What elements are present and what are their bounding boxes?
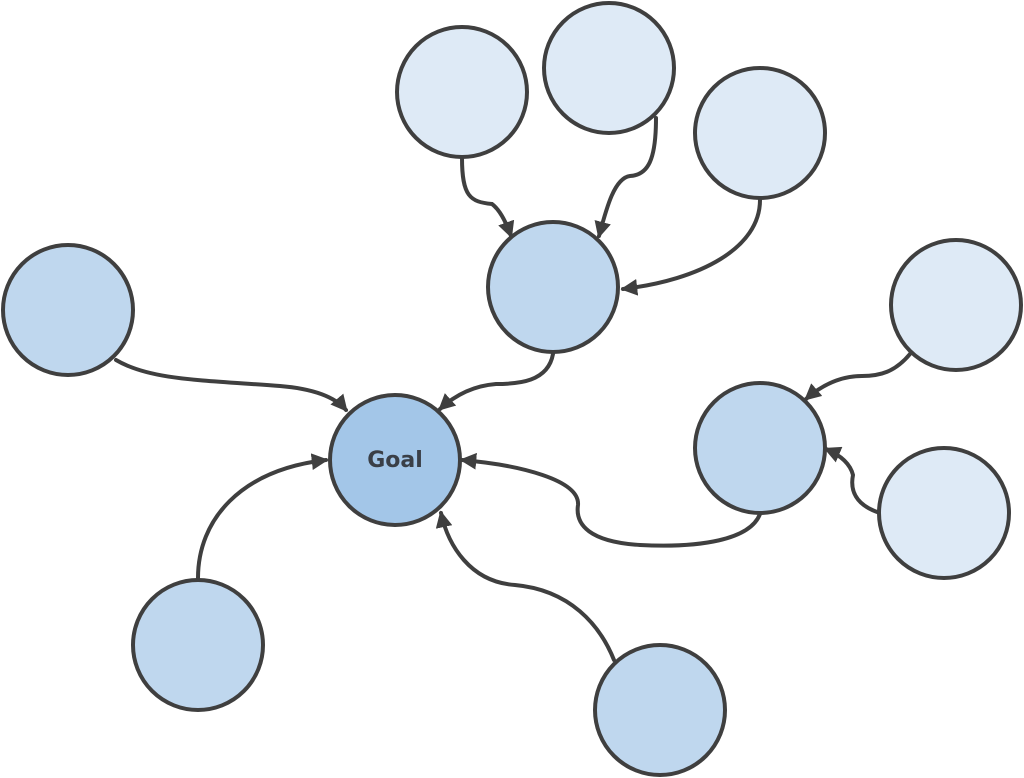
edge-right-bottom-to-right-hub: [823, 446, 882, 515]
edge-top-left-to-hub: [460, 156, 515, 239]
node-top-hub: [486, 220, 620, 354]
edge-right-top-to-right-hub: [804, 352, 912, 401]
node-top-left: [395, 25, 529, 159]
node-bottom-center: [593, 643, 727, 777]
edge-left-to-goal: [114, 358, 348, 412]
goal-label: Goal: [367, 448, 423, 473]
edge-top-center-to-hub: [594, 116, 658, 239]
node-bottom-left: [131, 578, 265, 712]
node-top-right: [693, 66, 827, 200]
edge-right-hub-to-goal: [459, 452, 762, 548]
edge-hub-to-goal: [438, 352, 555, 411]
node-top-center: [542, 1, 676, 135]
node-right-hub: [693, 381, 827, 515]
edge-bottom-left-to-goal: [196, 453, 329, 580]
node-right-top: [889, 238, 1023, 372]
node-left: [1, 243, 135, 377]
node-right-bottom: [877, 446, 1011, 580]
node-goal: [328, 393, 462, 527]
edge-bottom-center-to-goal: [435, 510, 616, 662]
edge-top-right-to-hub: [620, 198, 762, 296]
